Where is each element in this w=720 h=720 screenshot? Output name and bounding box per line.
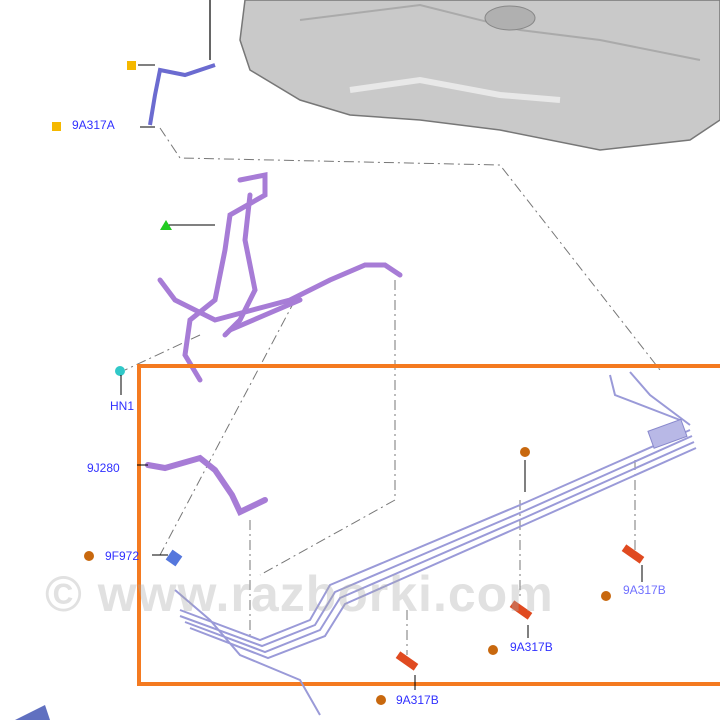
tank-strap-pipe bbox=[148, 63, 216, 126]
label-9j280[interactable]: 9J280 bbox=[87, 461, 120, 475]
hose-9j280 bbox=[145, 454, 268, 517]
orange-dot-marker bbox=[488, 645, 498, 655]
label-9a317b-bottom[interactable]: 9A317B bbox=[396, 693, 439, 707]
watermark: © www.razborki.com bbox=[45, 566, 554, 622]
connector-9f972 bbox=[165, 549, 183, 567]
orange-dot-marker bbox=[376, 695, 386, 705]
pipe-bundle bbox=[174, 371, 697, 716]
orange-dot-marker bbox=[601, 591, 611, 601]
yellow-square-marker bbox=[52, 122, 61, 131]
label-9f972[interactable]: 9F972 bbox=[105, 549, 140, 563]
purple-pipe-assembly bbox=[157, 171, 403, 383]
label-9a317a[interactable]: 9A317A bbox=[72, 118, 115, 132]
fuel-tank bbox=[239, 0, 720, 151]
red-clips bbox=[395, 544, 645, 671]
highlight-frame bbox=[137, 364, 720, 686]
label-9a317b-middle[interactable]: 9A317B bbox=[510, 640, 553, 654]
hn1-clip bbox=[115, 366, 125, 376]
orange-dot-marker bbox=[84, 551, 94, 561]
yellow-square-marker bbox=[127, 61, 136, 70]
label-hn1[interactable]: HN1 bbox=[110, 399, 135, 413]
orange-dot-marker bbox=[520, 447, 530, 457]
label-9a317b-right[interactable]: 9A317B bbox=[623, 583, 666, 597]
green-triangle-marker bbox=[160, 220, 172, 230]
